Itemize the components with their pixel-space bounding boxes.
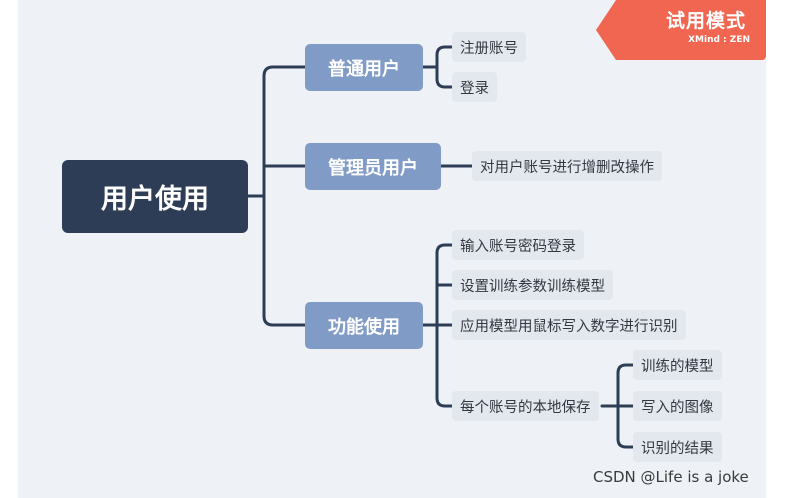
branch-topic-feature-use[interactable]: 功能使用 [305, 302, 423, 349]
leaf-recognize-digits[interactable]: 应用模型用鼠标写入数字进行识别 [452, 310, 686, 340]
trial-mode-badge[interactable]: 试用模式 XMind : ZEN [596, 0, 766, 60]
connector-branch-1-leaf-2 [435, 65, 454, 89]
connector-branch-3-leaf-4 [435, 323, 454, 408]
root-topic[interactable]: 用户使用 [62, 160, 248, 233]
connector-branch-1-leaf-1 [435, 45, 454, 69]
xmind-zen-label: XMind : ZEN [688, 35, 750, 45]
leaf-train-model[interactable]: 设置训练参数训练模型 [452, 270, 613, 300]
leaf-login-with-password[interactable]: 输入账号密码登录 [452, 230, 584, 260]
leaf-admin-crud[interactable]: 对用户账号进行增删改操作 [472, 151, 662, 181]
branch-topic-admin-user[interactable]: 管理员用户 [305, 143, 441, 190]
leaf-written-image[interactable]: 写入的图像 [633, 391, 722, 421]
connector-sub-3 [616, 404, 635, 449]
leaf-trained-model[interactable]: 训练的模型 [633, 350, 722, 380]
connector-sub-1 [616, 363, 635, 408]
csdn-watermark: CSDN @Life is a joke [593, 468, 749, 486]
leaf-local-storage[interactable]: 每个账号的本地保存 [452, 391, 599, 421]
connector-branch-3-leaf-1 [435, 243, 454, 327]
leaf-login[interactable]: 登录 [452, 72, 497, 102]
branch-topic-normal-user[interactable]: 普通用户 [305, 44, 423, 91]
connector-root-branch-3 [262, 194, 307, 327]
leaf-register-account[interactable]: 注册账号 [452, 32, 526, 62]
leaf-recognition-result[interactable]: 识别的结果 [633, 432, 722, 462]
connector-root-branch-1 [262, 65, 307, 198]
trial-mode-title: 试用模式 [665, 10, 746, 32]
